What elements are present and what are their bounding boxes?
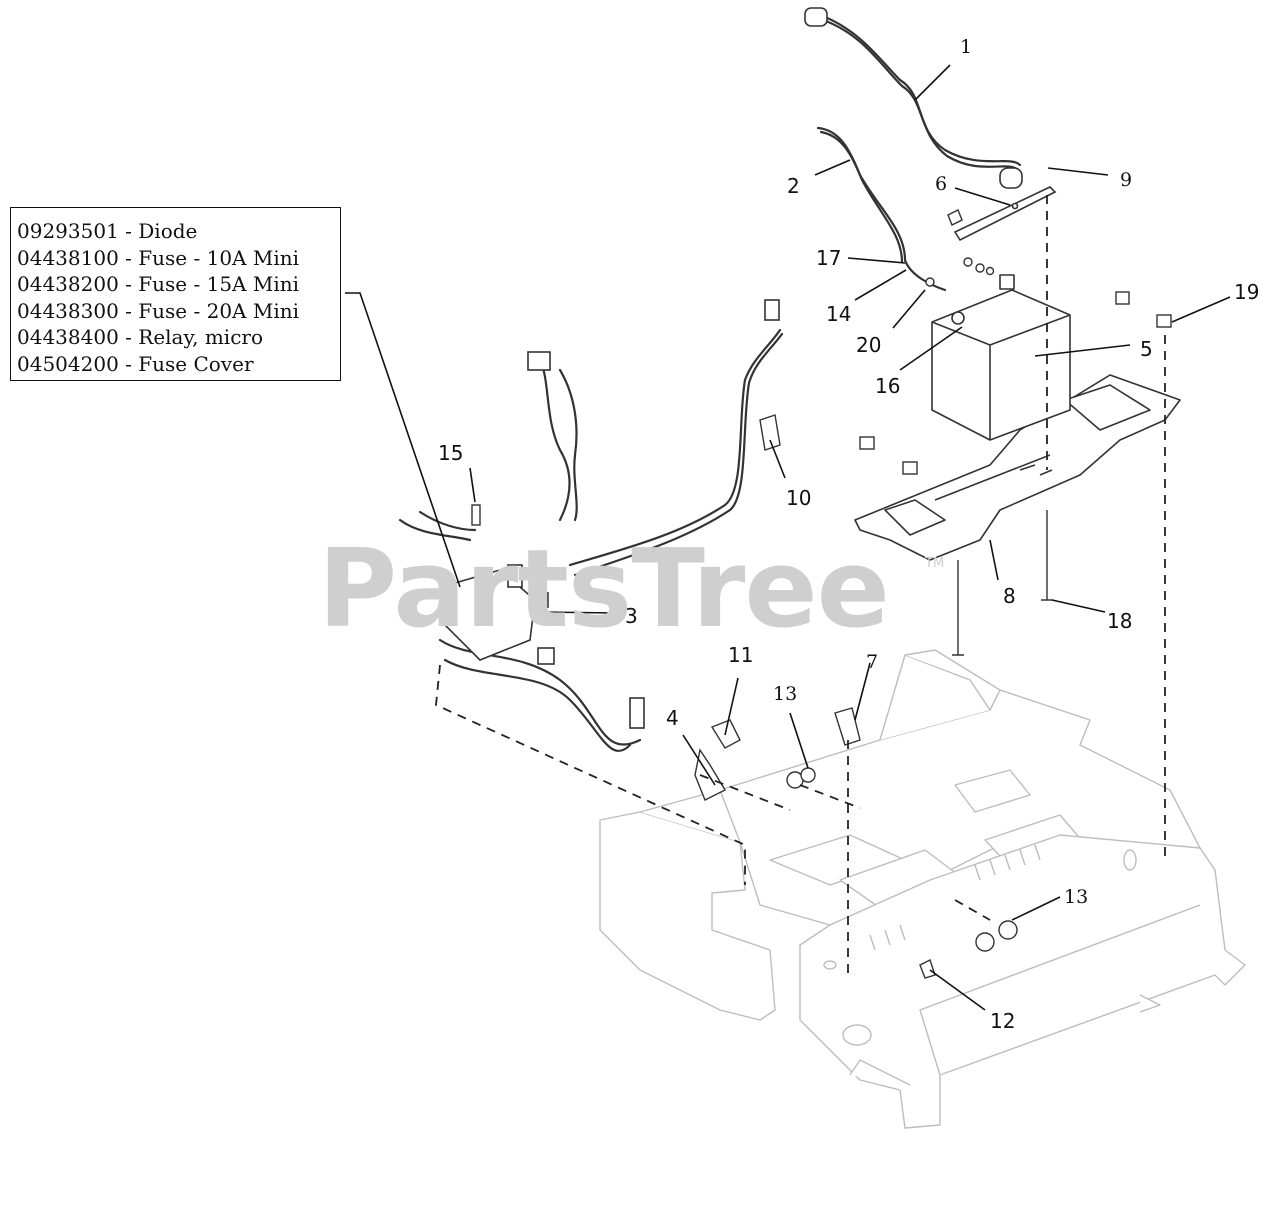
legend-line-fuse-20a: 04438300 - Fuse - 20A Mini	[17, 298, 300, 323]
legend-line-fuse-10a: 04438100 - Fuse - 10A Mini	[17, 245, 300, 270]
callout-20: 20	[856, 333, 881, 357]
callout-13-lower: 13	[1064, 886, 1088, 908]
callout-2: 2	[787, 174, 800, 198]
dashed-guides	[435, 195, 1166, 975]
callout-numbers: 1 2 3 4 5 6 7 8 9 10 11 12 13 13 14 15 1…	[438, 36, 1259, 1033]
callout-7: 7	[866, 651, 878, 673]
battery	[931, 274, 1071, 441]
callout-14: 14	[826, 302, 851, 326]
chassis-frame	[599, 649, 1246, 1129]
legend-line-fuse-15a: 04438200 - Fuse - 15A Mini	[17, 272, 300, 296]
callout-19: 19	[1234, 280, 1259, 304]
callout-16: 16	[875, 374, 900, 398]
hardware	[471, 209, 1172, 979]
cables	[398, 13, 1022, 752]
callout-10: 10	[786, 486, 811, 510]
callout-12: 12	[990, 1009, 1015, 1033]
legend-line-relay: 04438400 - Relay, micro	[17, 325, 264, 349]
callout-3: 3	[625, 604, 638, 628]
callout-5: 5	[1140, 337, 1153, 361]
callout-18: 18	[1107, 609, 1132, 633]
harness-module	[439, 7, 1023, 729]
callout-17: 17	[816, 246, 841, 270]
legend-line-fuse-cover: 04504200 - Fuse Cover	[17, 351, 254, 376]
legend-line-diode: 09293501 - Diode	[17, 219, 198, 243]
callout-11: 11	[728, 643, 753, 667]
hold-down-bar	[953, 186, 1057, 242]
callout-13-upper: 13	[773, 683, 797, 705]
callout-9: 9	[1120, 169, 1132, 191]
callout-8: 8	[1003, 584, 1016, 608]
callout-4: 4	[666, 706, 679, 730]
callout-6: 6	[935, 173, 947, 195]
leader-lines	[345, 64, 1231, 1011]
callout-1: 1	[960, 36, 972, 58]
callout-15: 15	[438, 441, 463, 465]
parts-legend: 09293501 - Diode 04438100 - Fuse - 10A M…	[10, 207, 341, 381]
